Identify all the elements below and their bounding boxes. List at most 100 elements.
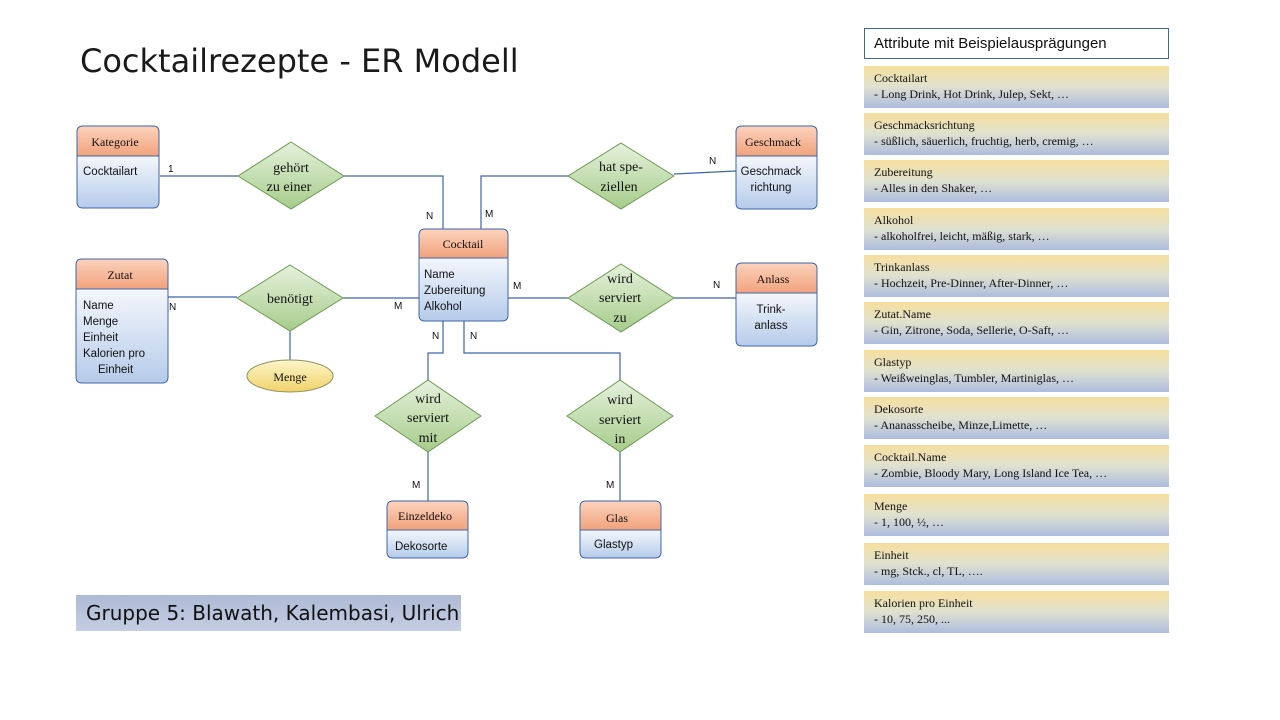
- cardinality-cocktail-anlass: M: [513, 281, 521, 292]
- attribute-examples: - Hochzeit, Pre-Dinner, After-Dinner, …: [874, 276, 1069, 290]
- entity-title: Zutat: [107, 268, 133, 282]
- entity-attribute: Alkohol: [424, 301, 462, 313]
- entity-cocktail: Cocktail Name Zubereitung Alkohol: [418, 228, 509, 322]
- relationship-label: serviert: [407, 411, 449, 426]
- attribute-panel-item: Glastyp - Weißweinglas, Tumbler, Martini…: [864, 350, 1169, 392]
- entity-title: Geschmack: [745, 135, 801, 149]
- attribute-name: Alkohol: [874, 213, 914, 227]
- attribute-panel-item: Zutat.Name - Gin, Zitrone, Soda, Selleri…: [864, 302, 1169, 344]
- relationship-label: wird: [415, 392, 441, 407]
- attribute-name: Kalorien pro Einheit: [874, 596, 973, 610]
- attribute-menge: Menge: [246, 359, 334, 393]
- page-title: Cocktailrezepte - ER Modell: [80, 42, 519, 80]
- cardinalities: 1 N M N N M M N N N M M: [168, 156, 720, 491]
- entity-attribute: Dekosorte: [395, 541, 447, 553]
- attribute-panel-item: Cocktail.Name - Zombie, Bloody Mary, Lon…: [864, 445, 1169, 487]
- entity-title: Cocktail: [443, 237, 484, 251]
- entity-attribute: Trink-: [757, 304, 786, 316]
- relationship-spezielle: hat spe- ziellen: [567, 142, 675, 210]
- er-diagram: Kategorie Cocktailart Geschmack Geschmac…: [75, 125, 818, 559]
- attribute-panel-item: Geschmacksrichtung - süßlich, säuerlich,…: [864, 113, 1169, 155]
- entity-attribute: Einheit: [83, 332, 119, 344]
- entity-attribute: Menge: [83, 316, 118, 328]
- entity-anlass: Anlass Trink- anlass: [735, 262, 818, 347]
- relationship-label: mit: [419, 431, 438, 446]
- cardinality-cocktail-zutat: M: [394, 301, 402, 312]
- attribute-examples: - Alles in den Shaker, …: [874, 181, 993, 195]
- cardinality-glas: M: [606, 480, 614, 491]
- entity-attribute: Zubereitung: [424, 285, 485, 297]
- attribute-examples: - Gin, Zitrone, Soda, Sellerie, O-Saft, …: [874, 323, 1069, 337]
- relationship-serviert-in: wird serviert in: [566, 379, 674, 453]
- attribute-panel-item: Trinkanlass - Hochzeit, Pre-Dinner, Afte…: [864, 255, 1169, 297]
- attribute-panel-item: Dekosorte - Ananasscheibe, Minze,Limette…: [864, 397, 1169, 439]
- cardinality-cocktail-deko: N: [432, 331, 439, 342]
- entity-title: Einzeldeko: [398, 509, 452, 523]
- attribute-examples: - Zombie, Bloody Mary, Long Island Ice T…: [874, 466, 1108, 480]
- entity-attribute: Cocktailart: [83, 166, 138, 178]
- relationship-label: in: [615, 432, 626, 447]
- attribute-examples: - 1, 100, ½, …: [874, 515, 944, 529]
- cardinality-cocktail-gehoert: N: [426, 211, 433, 222]
- entity-einzeldeko: Einzeldeko Dekosorte: [386, 500, 469, 559]
- entity-glas: Glas Glastyp: [579, 500, 662, 559]
- attribute-examples: - alkoholfrei, leicht, mäßig, stark, …: [874, 229, 1050, 243]
- entity-title: Glas: [606, 511, 628, 525]
- attribute-panel-item: Menge - 1, 100, ½, …: [864, 494, 1169, 536]
- entity-title: Kategorie: [91, 135, 138, 149]
- cardinality-zutat: N: [169, 302, 176, 313]
- relationship-benoetigt: benötigt: [236, 264, 344, 332]
- attribute-panel-item: Einheit - mg, Stck., cl, TL, ….: [864, 543, 1169, 585]
- attribute-name: Dekosorte: [874, 402, 924, 416]
- relationship-serviert-zu: wird serviert zu: [567, 263, 675, 333]
- entity-attribute: Geschmack: [741, 166, 802, 178]
- attribute-examples: - Long Drink, Hot Drink, Julep, Sekt, …: [874, 87, 1069, 101]
- attribute-name: Geschmacksrichtung: [874, 118, 975, 132]
- group-footer: Gruppe 5: Blawath, Kalembasi, Ulrich: [76, 595, 461, 631]
- attribute-examples: - Weißweinglas, Tumbler, Martiniglas, …: [874, 371, 1074, 385]
- entity-kategorie: Kategorie Cocktailart: [76, 125, 160, 209]
- entity-geschmack: Geschmack Geschmack richtung: [735, 125, 818, 210]
- attribute-examples: - 10, 75, 250, ...: [874, 612, 950, 626]
- cardinality-anlass: N: [713, 280, 720, 291]
- relationship-label: gehört: [273, 161, 309, 176]
- connection-lines: [160, 170, 737, 501]
- attribute-name: Glastyp: [874, 355, 912, 369]
- attribute-examples: - mg, Stck., cl, TL, ….: [874, 564, 983, 578]
- attribute-examples: - süßlich, säuerlich, fruchtig, herb, cr…: [874, 134, 1094, 148]
- entity-title: Anlass: [757, 272, 790, 286]
- attribute-panel-item: Alkohol - alkoholfrei, leicht, mäßig, st…: [864, 208, 1169, 250]
- attribute-name: Zubereitung: [874, 165, 933, 179]
- relationship-gehoert: gehört zu einer: [237, 141, 345, 210]
- cardinality-kategorie: 1: [168, 164, 174, 175]
- cardinality-geschmack: N: [709, 156, 716, 167]
- attribute-name: Zutat.Name: [874, 307, 931, 321]
- attribute-name: Cocktail.Name: [874, 450, 947, 464]
- entity-attribute: Einheit: [98, 364, 134, 376]
- attribute-panel-item: Kalorien pro Einheit - 10, 75, 250, ...: [864, 591, 1169, 633]
- attribute-name: Cocktailart: [874, 71, 928, 85]
- relationship-serviert-mit: wird serviert mit: [374, 379, 482, 453]
- entity-attribute: richtung: [751, 182, 792, 194]
- cardinality-einzeldeko: M: [412, 480, 420, 491]
- relationship-label: zu: [613, 311, 626, 326]
- attribute-name: Menge: [874, 499, 908, 513]
- cardinality-cocktail-geschmack: M: [485, 209, 493, 220]
- entity-attribute: Kalorien pro: [83, 348, 145, 360]
- cardinality-cocktail-glas: N: [470, 331, 477, 342]
- entity-attribute: Name: [424, 269, 455, 281]
- entity-attribute: Name: [83, 300, 114, 312]
- attribute-name: Einheit: [874, 548, 909, 562]
- relationship-label: wird: [607, 393, 633, 408]
- attribute-examples: - Ananasscheibe, Minze,Limette, …: [874, 418, 1048, 432]
- entity-attribute: anlass: [754, 320, 787, 332]
- relationship-label: benötigt: [267, 292, 313, 307]
- attribute-label: Menge: [273, 370, 306, 384]
- entity-attribute: Glastyp: [594, 539, 633, 551]
- relationship-label: ziellen: [600, 180, 637, 195]
- relationship-label: hat spe-: [599, 160, 643, 175]
- relationship-label: serviert: [599, 413, 641, 428]
- entity-zutat: Zutat Name Menge Einheit Kalorien pro Ei…: [75, 258, 169, 384]
- relationship-label: serviert: [599, 291, 641, 306]
- attribute-panel-header: Attribute mit Beispielausprägungen: [864, 28, 1169, 59]
